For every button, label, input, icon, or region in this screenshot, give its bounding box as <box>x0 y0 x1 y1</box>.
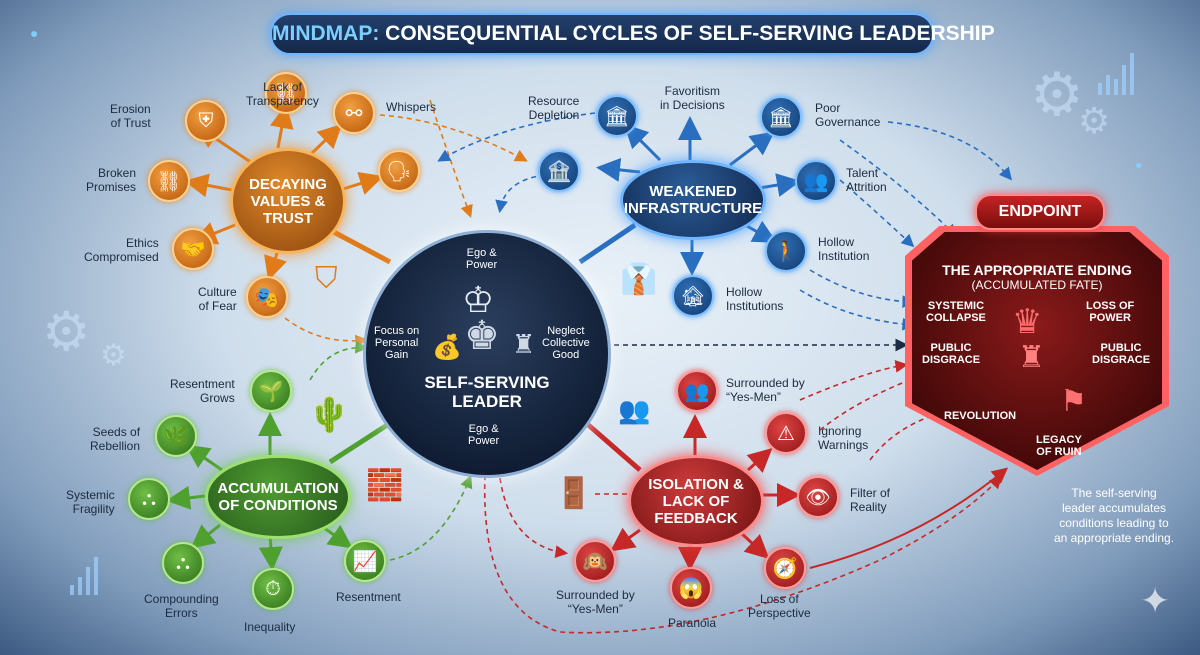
legacy-of-ruin-label: LEGACY OF RUIN <box>1036 434 1082 458</box>
title-text: CONSEQUENTIAL CYCLES OF SELF-SERVING LEA… <box>379 22 995 45</box>
ignoring-warnings-label: Ignoring Warnings <box>818 424 869 452</box>
bar-chart-decoration <box>1098 45 1134 95</box>
stopwatch-icon: ⏱ <box>252 568 294 610</box>
money-bag-icon: 💰 <box>432 334 462 361</box>
dot-icon: ● <box>30 25 39 41</box>
paranoia-icon: 😱 <box>670 567 712 609</box>
eye-icon: 👁 <box>797 476 839 518</box>
chain-link-icon: ⛓ <box>265 72 307 114</box>
covered-ears-icon: 🙉 <box>574 540 616 582</box>
public-disgrace-right-label: PUBLIC DISGRACE <box>1092 342 1151 366</box>
focus-personal-gain: Focus on Personal Gain <box>374 325 420 361</box>
speaking-head-icon: 🗣 <box>378 150 420 192</box>
title-prefix: MINDMAP: <box>272 22 380 45</box>
courthouse-icon: 🏛 <box>760 96 802 138</box>
throne-icon: ♜ <box>512 329 536 359</box>
resource-depletion-label: Resource Depletion <box>528 94 580 122</box>
decaying-values-hub: DECAYING VALUES & TRUST <box>230 148 346 254</box>
hollow-institutions-label: Hollow Institutions <box>726 285 784 313</box>
presenter-icon: 👔 <box>620 263 658 296</box>
endpoint-subtitle: (ACCUMULATED FATE) <box>971 278 1103 292</box>
sparkle-icon: ✦ <box>1140 580 1171 621</box>
revolution-label: REVOLUTION <box>944 410 1017 422</box>
self-serving-leader-node: Ego & Power Focus on Personal Gain Negle… <box>363 230 611 478</box>
king-figure-icon: ♚ <box>464 314 500 358</box>
rising-chart-icon: 📈 <box>344 540 386 582</box>
neglect-collective-good: Neglect Collective Good <box>542 325 590 361</box>
loss-perspective-label: Loss of Perspective <box>748 592 811 620</box>
poor-governance-label: Poor Governance <box>815 101 881 129</box>
talent-attrition-label: Talent Attrition <box>846 166 887 194</box>
seeds-rebellion-label: Seeds of Rebellion <box>90 425 141 453</box>
broken-chain-icon: ⛓ <box>148 160 190 202</box>
dot-icon: ● <box>1135 158 1143 172</box>
weakened-infrastructure-hub: WEAKENED INFRASTRUCTURE <box>620 160 766 240</box>
crowd-icon: 👥 <box>676 370 718 412</box>
throne-icon: ♜ <box>1018 341 1045 374</box>
endpoint-note: The self-serving leader accumulates cond… <box>1053 486 1175 545</box>
ego-power-top: Ego & Power <box>466 247 498 271</box>
systemic-fragility-label: Systemic Fragility <box>66 488 115 516</box>
erosion-of-trust-label: Erosion of Trust <box>110 102 151 130</box>
systemic-collapse-label: SYSTEMIC COLLAPSE <box>926 300 986 324</box>
gear-icon: ⚙ <box>42 302 91 362</box>
crown-icon: ♔ <box>462 279 495 320</box>
compounding-errors-label: Compounding Errors <box>144 592 219 620</box>
loss-of-power-label: LOSS OF POWER <box>1086 300 1135 324</box>
masks-icon: 🎭 <box>246 276 288 318</box>
resentment-label: Resentment <box>336 590 401 604</box>
yes-men-top-label: Surrounded by “Yes-Men” <box>726 376 805 404</box>
whispers-label: Whispers <box>386 100 437 114</box>
endpoint-badge: ENDPOINT <box>975 194 1105 230</box>
public-disgrace-left-label: PUBLIC DISGRACE <box>922 342 981 366</box>
person-leaving-icon: 🚶 <box>765 230 807 272</box>
isolation-hub: ISOLATION & LACK OF FEEDBACK <box>628 455 764 547</box>
crumbling-building-icon: 🏚 <box>672 275 714 317</box>
inequality-label: Inequality <box>244 620 296 634</box>
compass-icon: 🧭 <box>764 547 806 589</box>
thorny-plant-icon: 🌵 <box>308 396 351 434</box>
seedling-icon: 🌿 <box>155 415 197 457</box>
broken-shield-icon: ⛉ <box>315 262 338 295</box>
resentment-grows-label: Resentment Grows <box>170 377 235 405</box>
paranoia-label: Paranoia <box>668 616 717 630</box>
gear-icon: ⚙ <box>1030 61 1084 128</box>
handshake-icon: 🤝 <box>172 228 214 270</box>
filter-reality-label: Filter of Reality <box>850 486 891 514</box>
crumbling-blocks-icon: 🧱 <box>366 469 404 502</box>
chain-link-icon: ⚯ <box>333 92 375 134</box>
broken-promises-label: Broken Promises <box>86 166 137 194</box>
isolated-person-icon: 🚪 <box>555 477 593 510</box>
pillars-icon: 🏛 <box>596 95 638 137</box>
ego-power-bottom: Ego & Power <box>468 423 500 447</box>
building-icon: 🏦 <box>538 150 580 192</box>
lack-transparency-label: Lack of Transparency <box>246 80 319 108</box>
ethics-compromised-label: Ethics Compromised <box>84 236 159 264</box>
broken-crown-icon: ♛ <box>1012 303 1043 341</box>
accumulation-hub: ACCUMULATION OF CONDITIONS <box>205 455 351 539</box>
favoritism-label: Favoritism in Decisions <box>660 84 725 112</box>
gear-icon: ⚙ <box>1078 100 1111 141</box>
culture-of-fear-label: Culture of Fear <box>198 285 237 313</box>
ruined-throne-icon: ⚑ <box>1060 385 1087 418</box>
crowd-icon: 👥 <box>618 395 651 425</box>
bar-chart-decoration <box>70 555 98 595</box>
page-title: MINDMAP: CONSEQUENTIAL CYCLES OF SELF-SE… <box>270 13 995 55</box>
gear-icon: ⚙ <box>100 339 127 372</box>
warning-icon: ⚠ <box>765 412 807 454</box>
hollow-institution-label: Hollow Institution <box>818 235 870 263</box>
yes-men-bottom-label: Surrounded by “Yes-Men” <box>556 588 635 616</box>
people-icon: 👥 <box>795 160 837 202</box>
sprout-icon: 🌱 <box>250 370 292 412</box>
flowchart-icon: ⛬ <box>162 542 204 584</box>
broken-shield-icon: ⛨ <box>185 100 227 142</box>
endpoint-title: THE APPROPRIATE ENDING <box>942 262 1132 278</box>
hierarchy-icon: ⛬ <box>128 478 170 520</box>
leader-title: SELF-SERVING LEADER <box>424 373 550 411</box>
